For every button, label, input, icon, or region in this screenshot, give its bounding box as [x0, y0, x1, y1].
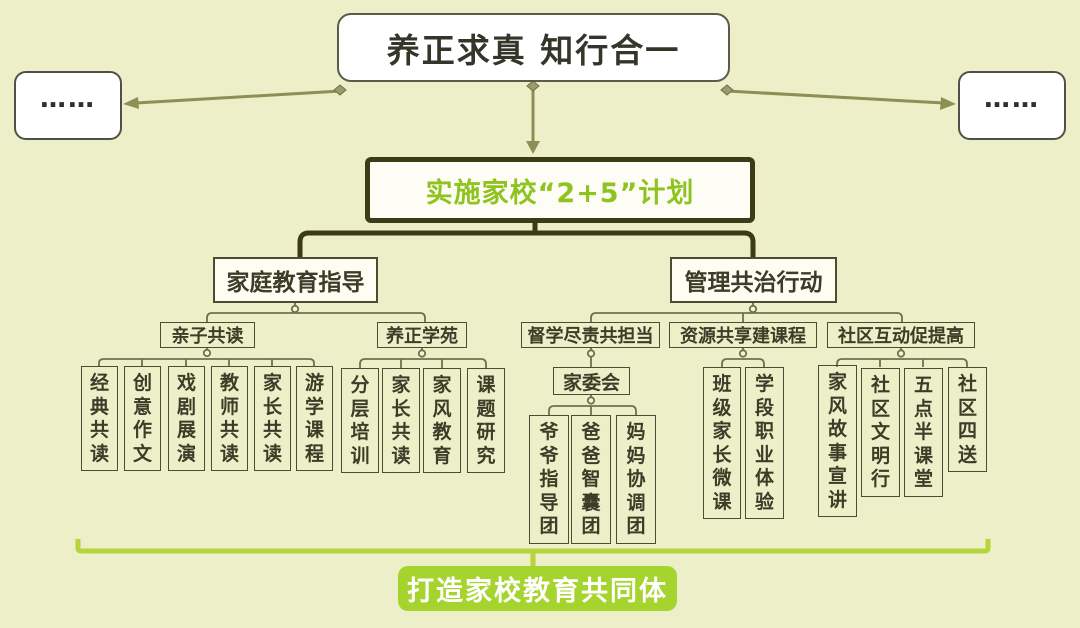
root-arrow-right — [720, 84, 956, 110]
node-community-interaction: 社区互动促提高 — [827, 322, 975, 348]
node-parent-child-reading: 亲子共读 — [160, 322, 255, 348]
leaf-community-civility: 社区文明行 — [861, 368, 900, 497]
leaf-label: 社区文明行 — [870, 374, 890, 490]
node-parents-committee-label: 家委会 — [562, 371, 620, 394]
node-resource-sharing-label: 资源共享建课程 — [680, 326, 806, 347]
node-supervision-duty: 督学尽责共担当 — [521, 322, 660, 348]
branch-co-governance: 管理共治行动 — [670, 257, 837, 303]
qinzi-bracket — [98, 348, 315, 366]
footer-bracket — [75, 539, 991, 566]
leaf-label: 班级家长微课 — [712, 373, 732, 513]
ziyuan-bracket — [721, 348, 765, 367]
branch-family-education: 家庭教育指导 — [213, 257, 378, 303]
leaf-label: 妈妈协调团 — [626, 421, 646, 537]
branch-family-education-label: 家庭教育指导 — [226, 270, 365, 296]
leaf-drama-show: 戏剧展演 — [168, 366, 205, 471]
leaf-tiered-training: 分层培训 — [341, 368, 379, 473]
leaf-dad-thinktank-group: 爸爸智囊团 — [571, 415, 611, 544]
leaf-grandpa-guidance-group: 爷爷指导团 — [529, 415, 569, 544]
root-arrow-left — [123, 84, 347, 109]
leaf-community-four-deliveries: 社区四送 — [948, 367, 987, 472]
leaf-teacher-reading: 教师共读 — [211, 366, 248, 471]
node-parents-committee: 家委会 — [553, 367, 630, 395]
branch-co-governance-label: 管理共治行动 — [684, 270, 823, 296]
node-community-interaction-label: 社区互动促提高 — [838, 326, 964, 347]
leaf-label: 课题研究 — [476, 374, 496, 467]
leaf-parent-reading: 家长共读 — [254, 366, 291, 471]
yangzheng-bracket — [359, 348, 487, 368]
leaf-label: 创意作文 — [132, 372, 152, 465]
leaf-creative-writing: 创意作文 — [124, 366, 161, 471]
node-yangzheng-academy-label: 养正学苑 — [386, 326, 458, 347]
leaf-class-parent-microlessons: 班级家长微课 — [703, 367, 741, 519]
leaf-label: 社区四送 — [957, 373, 977, 466]
leaf-label: 经典共读 — [89, 372, 109, 465]
leaf-label: 五点半课堂 — [913, 374, 933, 490]
leaf-label: 分层培训 — [350, 374, 370, 467]
leaf-topic-research: 课题研究 — [467, 368, 505, 473]
node-supervision-duty-label: 督学尽责共担当 — [527, 326, 654, 347]
leaf-parent-coreading: 家长共读 — [382, 368, 420, 473]
branch-left-bracket — [206, 303, 426, 322]
leaf-half-past-five-class: 五点半课堂 — [904, 368, 943, 497]
leaf-label: 爸爸智囊团 — [581, 421, 601, 537]
duxue-connector — [586, 348, 596, 367]
ellipsis-box-right: …… — [958, 71, 1066, 140]
root-title-box: 养正求真 知行合一 — [337, 13, 730, 82]
leaf-label: 学段职业体验 — [754, 373, 774, 513]
root-arrow-down — [526, 80, 540, 154]
jiaweihui-bracket — [548, 395, 637, 415]
plan-bracket — [297, 223, 756, 257]
ellipsis-left-label: …… — [40, 83, 96, 114]
footer-goal-label: 打造家校教育共同体 — [407, 576, 668, 607]
ellipsis-box-left: …… — [14, 71, 122, 140]
shequ-bracket — [836, 348, 968, 367]
leaf-family-story-telling: 家风故事宣讲 — [818, 365, 857, 517]
leaf-family-style-education: 家风教育 — [423, 368, 461, 473]
plan-box: 实施家校“2+5”计划 — [365, 157, 755, 223]
branch-right-bracket — [590, 303, 903, 322]
root-title-label: 养正求真 知行合一 — [386, 30, 681, 70]
ellipsis-right-label: …… — [984, 83, 1040, 114]
leaf-label: 家风故事宣讲 — [827, 371, 847, 511]
node-resource-sharing: 资源共享建课程 — [669, 322, 817, 348]
leaf-label: 家长共读 — [391, 374, 411, 467]
leaf-label: 家风教育 — [432, 374, 452, 467]
node-yangzheng-academy: 养正学苑 — [377, 322, 467, 348]
plan-label: 实施家校“2+5”计划 — [425, 177, 695, 209]
leaf-mom-coordination-group: 妈妈协调团 — [616, 415, 656, 544]
leaf-label: 教师共读 — [219, 372, 239, 465]
leaf-stage-career-experience: 学段职业体验 — [745, 367, 784, 519]
node-parent-child-reading-label: 亲子共读 — [171, 326, 244, 347]
leaf-classic-reading: 经典共读 — [81, 366, 118, 471]
leaf-label: 游学课程 — [304, 372, 324, 465]
leaf-study-tour: 游学课程 — [296, 366, 333, 471]
leaf-label: 家长共读 — [262, 372, 282, 465]
footer-goal-box: 打造家校教育共同体 — [398, 566, 677, 611]
leaf-label: 戏剧展演 — [176, 372, 196, 465]
leaf-label: 爷爷指导团 — [539, 421, 559, 537]
